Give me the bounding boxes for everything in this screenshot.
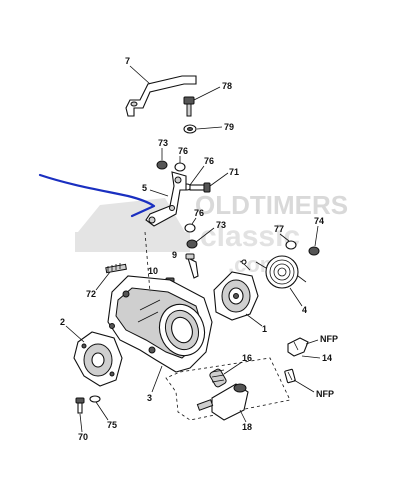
label-14: 14 bbox=[322, 353, 332, 363]
label-75: 75 bbox=[107, 420, 117, 430]
part-78-bolt bbox=[183, 96, 195, 117]
label-nfp-lower: NFP bbox=[316, 389, 334, 399]
label-78: 78 bbox=[222, 81, 232, 91]
part-2-cover bbox=[73, 331, 123, 387]
label-73-lower: 73 bbox=[216, 220, 226, 230]
label-72: 72 bbox=[86, 289, 96, 299]
label-5: 5 bbox=[142, 183, 147, 193]
part-73-lower-nut bbox=[186, 239, 198, 249]
label-10: 10 bbox=[148, 266, 158, 276]
part-4-return-spring bbox=[255, 255, 307, 289]
part-9-screw bbox=[185, 253, 199, 279]
label-76-lower: 76 bbox=[194, 208, 204, 218]
label-3: 3 bbox=[147, 393, 152, 403]
part-16-spring bbox=[209, 368, 227, 388]
label-70: 70 bbox=[78, 432, 88, 442]
part-76-lower-washer bbox=[184, 223, 196, 233]
assembly-line-upper bbox=[144, 231, 151, 293]
label-77: 77 bbox=[274, 224, 284, 234]
label-nfp-upper: NFP bbox=[320, 334, 338, 344]
part-77-washer bbox=[285, 240, 297, 250]
watermark-car-body bbox=[75, 232, 190, 252]
part-71-bolt bbox=[189, 182, 211, 193]
label-1: 1 bbox=[262, 324, 267, 334]
label-74: 74 bbox=[314, 216, 324, 226]
part-5-link-plate bbox=[145, 171, 187, 227]
watermark-line1: OLDTIMERS bbox=[195, 190, 348, 220]
label-2: 2 bbox=[60, 317, 65, 327]
part-nfp-terminal bbox=[284, 368, 296, 384]
label-76-upper: 76 bbox=[178, 146, 188, 156]
label-71: 71 bbox=[229, 167, 239, 177]
part-76-upper-washer bbox=[174, 162, 186, 172]
part-3-throttle-body bbox=[107, 275, 213, 373]
part-75-washer bbox=[89, 395, 101, 403]
label-16: 16 bbox=[242, 353, 252, 363]
part-74-nut bbox=[308, 246, 320, 256]
label-18: 18 bbox=[242, 422, 252, 432]
label-7: 7 bbox=[125, 56, 130, 66]
part-nfp-connector bbox=[287, 337, 309, 357]
part-73-upper-nut bbox=[156, 160, 168, 170]
label-79: 79 bbox=[224, 122, 234, 132]
label-4: 4 bbox=[302, 305, 307, 315]
part-18-switch bbox=[196, 383, 249, 421]
label-9: 9 bbox=[172, 250, 177, 260]
part-72-stud bbox=[105, 263, 127, 274]
blue-annotation-arrow bbox=[38, 173, 156, 218]
label-73-upper: 73 bbox=[158, 138, 168, 148]
watermark: OLDTIMERS classic .com bbox=[75, 190, 348, 277]
label-76-mid: 76 bbox=[204, 156, 214, 166]
part-70-screw bbox=[75, 397, 85, 414]
watermark-line2: classic bbox=[200, 220, 300, 253]
part-7-bracket bbox=[125, 75, 197, 117]
part-1-throttle-quadrant bbox=[213, 259, 259, 321]
